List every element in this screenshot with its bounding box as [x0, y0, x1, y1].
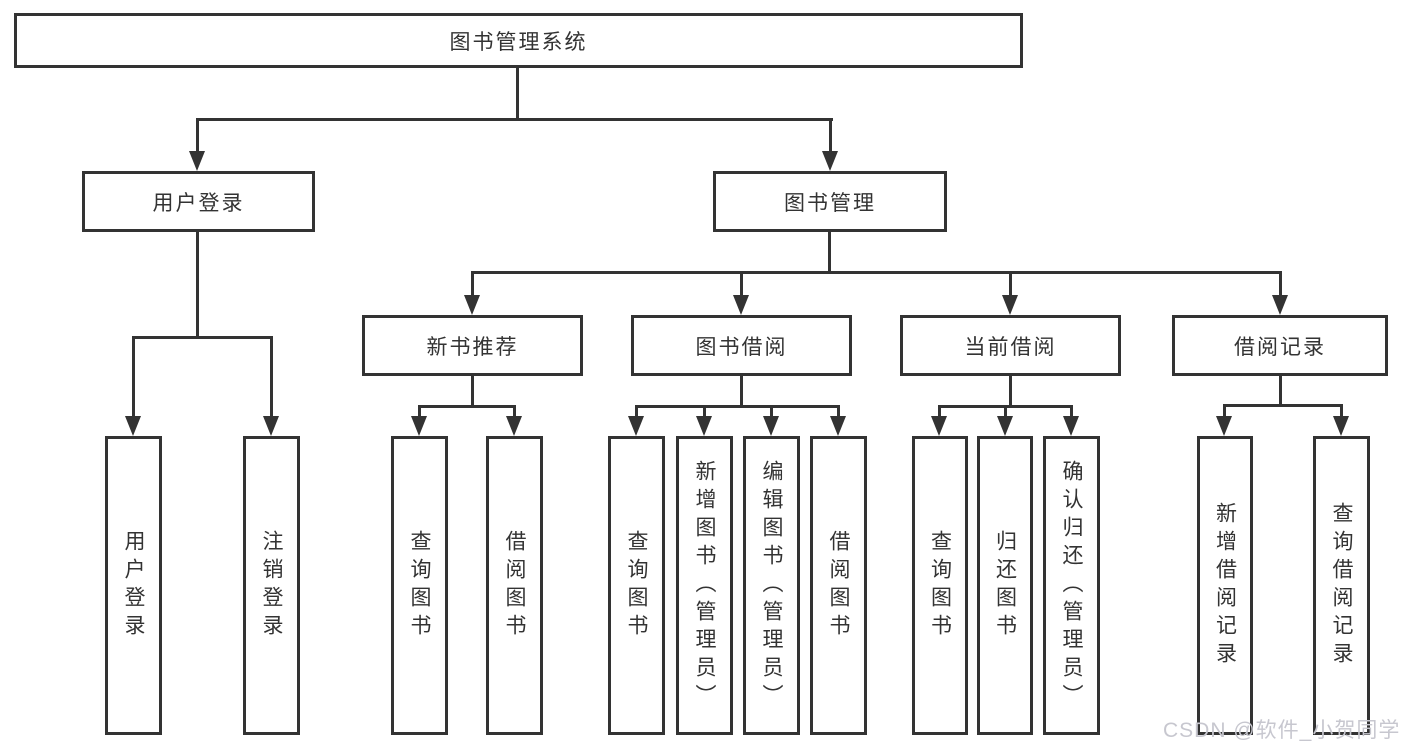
arrow-down-icon — [506, 416, 522, 436]
leaf-record-query-borrow-record: 查询借阅记录 — [1313, 436, 1370, 735]
connector-newbook-stem — [471, 376, 474, 405]
arrow-down-icon — [125, 416, 141, 436]
connector-newbook-bar — [418, 405, 516, 408]
arrow-down-icon — [1216, 416, 1232, 436]
arrow-down-icon — [1272, 295, 1288, 315]
leaf-borrow-edit-books-admin: 编辑图书（管理员） — [743, 436, 800, 735]
leaf-current-return-books-label: 归还图书 — [993, 529, 1017, 642]
arrow-down-icon — [733, 295, 749, 315]
leaf-record-add-borrow-record: 新增借阅记录 — [1197, 436, 1253, 735]
arrow-down-icon — [822, 151, 838, 171]
csdn-watermark: CSDN @软件_小贺同学 — [1163, 719, 1401, 742]
connector-root-right-stem — [829, 118, 832, 151]
node-current-borrow-label: 当前借阅 — [964, 335, 1057, 359]
connector-newbook-c2-stem — [513, 405, 516, 416]
arrow-down-icon — [931, 416, 947, 436]
node-book-borrow: 图书借阅 — [631, 315, 852, 376]
leaf-current-confirm-return-admin-label: 确认归还（管理员） — [1060, 459, 1083, 712]
connector-currentborrow-c2-stem — [1004, 405, 1007, 416]
connector-userlogin-bar — [132, 336, 273, 339]
arrow-down-icon — [1002, 295, 1018, 315]
connector-bookmgmt-stem — [828, 232, 831, 271]
leaf-borrow-add-books-admin: 新增图书（管理员） — [676, 436, 733, 735]
arrow-down-icon — [263, 416, 279, 436]
connector-userlogin-stem — [196, 232, 199, 336]
connector-userlogin-c2-stem — [270, 336, 273, 416]
connector-bookborrow-c1-stem — [635, 405, 638, 416]
arrow-down-icon — [1333, 416, 1349, 436]
node-root-label: 图书管理系统 — [449, 30, 588, 54]
connector-borrowrecord-stem — [1279, 376, 1282, 404]
connector-bookborrow-stem — [740, 376, 743, 405]
leaf-newbook-borrow-books-label: 借阅图书 — [503, 529, 526, 642]
node-current-borrow: 当前借阅 — [900, 315, 1121, 376]
leaf-logout-label: 注销登录 — [260, 529, 283, 642]
connector-bookmgmt-bar — [471, 271, 1282, 274]
leaf-record-query-borrow-record-label: 查询借阅记录 — [1330, 501, 1353, 670]
arrow-down-icon — [1063, 416, 1079, 436]
leaf-record-add-borrow-record-label: 新增借阅记录 — [1213, 501, 1237, 670]
node-user-login-label: 用户登录 — [152, 191, 245, 215]
leaf-current-confirm-return-admin: 确认归还（管理员） — [1043, 436, 1100, 735]
arrow-down-icon — [696, 416, 712, 436]
arrow-down-icon — [464, 295, 480, 315]
node-borrow-record: 借阅记录 — [1172, 315, 1388, 376]
connector-currentborrow-c1-stem — [938, 405, 941, 416]
leaf-current-query-books-label: 查询图书 — [928, 529, 952, 642]
node-new-book-recommend-label: 新书推荐 — [426, 335, 519, 359]
connector-bookmgmt-c2-stem — [740, 271, 743, 295]
leaf-borrow-borrow-books: 借阅图书 — [810, 436, 867, 735]
leaf-newbook-query-books: 查询图书 — [391, 436, 448, 735]
connector-borrowrecord-bar — [1223, 404, 1343, 407]
arrow-down-icon — [628, 416, 644, 436]
leaf-current-query-books: 查询图书 — [912, 436, 968, 735]
connector-bookborrow-c4-stem — [837, 405, 840, 416]
connector-bookmgmt-c1-stem — [471, 271, 474, 295]
node-user-login: 用户登录 — [82, 171, 315, 232]
connector-bookborrow-c3-stem — [770, 405, 773, 416]
node-borrow-record-label: 借阅记录 — [1234, 335, 1326, 359]
connector-newbook-c1-stem — [418, 405, 421, 416]
leaf-borrow-edit-books-admin-label: 编辑图书（管理员） — [760, 459, 783, 712]
connector-currentborrow-stem — [1009, 376, 1012, 405]
leaf-borrow-borrow-books-label: 借阅图书 — [827, 529, 850, 642]
leaf-newbook-borrow-books: 借阅图书 — [486, 436, 543, 735]
node-root: 图书管理系统 — [14, 13, 1023, 68]
connector-currentborrow-c3-stem — [1070, 405, 1073, 416]
connector-root-stem — [516, 68, 519, 118]
connector-root-bar — [196, 118, 833, 121]
arrow-down-icon — [411, 416, 427, 436]
node-book-management: 图书管理 — [713, 171, 947, 232]
leaf-current-return-books: 归还图书 — [977, 436, 1033, 735]
leaf-user-login-label: 用户登录 — [122, 529, 145, 642]
connector-borrowrecord-c2-stem — [1340, 404, 1343, 416]
node-book-borrow-label: 图书借阅 — [695, 335, 788, 359]
arrow-down-icon — [189, 151, 205, 171]
arrow-down-icon — [763, 416, 779, 436]
leaf-newbook-query-books-label: 查询图书 — [408, 529, 431, 642]
arrow-down-icon — [997, 416, 1013, 436]
connector-root-left-stem — [196, 118, 199, 151]
leaf-logout: 注销登录 — [243, 436, 300, 735]
connector-borrowrecord-c1-stem — [1223, 404, 1226, 416]
leaf-borrow-query-books-label: 查询图书 — [625, 529, 648, 642]
connector-userlogin-c1-stem — [132, 336, 135, 416]
leaf-user-login: 用户登录 — [105, 436, 162, 735]
leaf-borrow-query-books: 查询图书 — [608, 436, 665, 735]
connector-bookmgmt-c4-stem — [1279, 271, 1282, 295]
node-book-management-label: 图书管理 — [784, 191, 876, 215]
node-new-book-recommend: 新书推荐 — [362, 315, 583, 376]
connector-bookmgmt-c3-stem — [1009, 271, 1012, 295]
leaf-borrow-add-books-admin-label: 新增图书（管理员） — [693, 459, 716, 712]
connector-bookborrow-c2-stem — [703, 405, 706, 416]
arrow-down-icon — [830, 416, 846, 436]
connector-bookborrow-bar — [635, 405, 840, 408]
